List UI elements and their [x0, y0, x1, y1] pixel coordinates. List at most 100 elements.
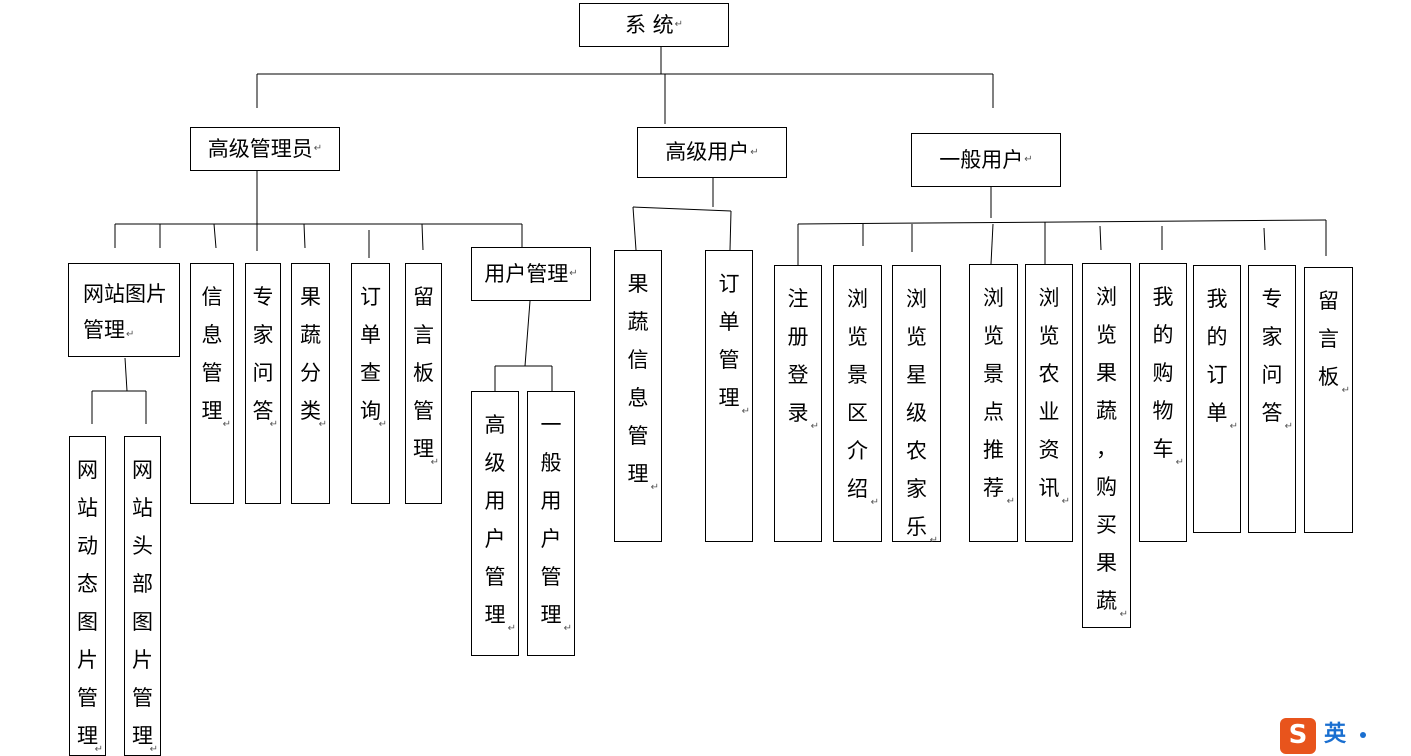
node-label-char: 类	[300, 399, 321, 423]
node-label-char: 果	[1096, 361, 1117, 385]
node-label-char: 户	[484, 527, 506, 551]
node-label-char: 查	[360, 361, 381, 385]
return-mark: ↵	[1061, 496, 1070, 507]
node-message-board: 留言板↵	[1304, 267, 1353, 533]
node-label-char: 般	[540, 451, 562, 475]
return-mark: ↵	[1175, 457, 1184, 468]
node-label-char: 言	[1318, 327, 1339, 351]
node-label-char: 留	[413, 285, 434, 309]
node-label-char: 分	[300, 361, 321, 385]
return-mark: ↵	[1341, 385, 1350, 396]
node-label-char: 单	[1206, 401, 1228, 425]
return-mark: ↵	[750, 146, 759, 158]
return-mark: ↵	[674, 19, 684, 30]
node-label-char: 家	[252, 323, 274, 347]
node-label-char: 理	[484, 603, 506, 627]
node-browse-attractions: 浏览景点推荐↵	[969, 264, 1018, 542]
node-label-char: 理	[627, 462, 649, 486]
node-label-char: 专	[252, 285, 274, 309]
node-label-char: 问	[252, 361, 274, 385]
node-label-char: 理	[540, 603, 562, 627]
return-mark: ↵	[318, 419, 327, 430]
node-label-char: 订	[718, 272, 740, 296]
node-label-char: 答	[1261, 401, 1283, 425]
node-label-char: 理	[718, 386, 740, 410]
node-label-char: 购	[1152, 361, 1174, 385]
node-label-char: 用	[540, 489, 562, 513]
node-register-login: 注册登录↵	[774, 265, 822, 542]
node-label-char: 户	[540, 527, 562, 551]
return-mark: ↵	[378, 419, 387, 430]
node-label-char: 录	[787, 401, 809, 425]
node-expert-qa: 专家问答↵	[245, 263, 281, 504]
node-label-char: 果	[1096, 551, 1117, 575]
node-label-char: 管	[484, 565, 506, 589]
return-mark: ↵	[313, 143, 323, 154]
node-label-char: 的	[1152, 323, 1174, 347]
node-label-char: 览	[983, 324, 1004, 348]
node-label-char: 头	[132, 534, 153, 558]
node-info-mgmt: 信息管理↵	[190, 263, 234, 504]
node-label-char: 板	[413, 361, 434, 385]
node-label-char: 部	[132, 572, 153, 596]
node-label-char: 理	[413, 437, 434, 461]
node-label-char: 理	[201, 399, 223, 423]
node-label-char: 果	[300, 285, 321, 309]
node-order-mgmt: 订单管理↵	[705, 250, 753, 542]
role-node-normal: 一般用户↵	[911, 133, 1061, 187]
node-label-char: 点	[983, 400, 1004, 424]
node-senior-user-mgmt: 高级用户管理↵	[471, 391, 519, 656]
node-label-char: 答	[252, 399, 274, 423]
node-label-char: 图	[132, 610, 153, 634]
role-label: 高级管理员	[207, 136, 313, 161]
node-produce-category: 果蔬分类↵	[291, 263, 330, 504]
node-label-char: 蔬	[627, 310, 649, 334]
node-label-char: 言	[413, 323, 434, 347]
ime-logo: S 英	[1280, 718, 1411, 754]
node-dynamic-image-mgmt: 网站动态图片管理↵	[69, 436, 106, 756]
node-label-char: 板	[1318, 365, 1339, 389]
node-label-char: 果	[627, 272, 649, 296]
node-browse-scenic-intro: 浏览景区介绍↵	[833, 265, 882, 542]
node-browse-agri-news: 浏览农业资讯↵	[1025, 264, 1073, 542]
node-label-char: 家	[1261, 325, 1283, 349]
node-label-char: 管	[718, 348, 740, 372]
node-label-char: 网	[77, 458, 98, 482]
node-label-char: 业	[1038, 400, 1060, 424]
node-label-char: 询	[360, 399, 381, 423]
return-mark: ↵	[810, 421, 819, 432]
node-label-char: 一	[540, 413, 562, 437]
node-label-char: 蔬	[1096, 589, 1117, 613]
node-label-char: 注	[787, 287, 809, 311]
node-label-char: 车	[1152, 437, 1174, 461]
node-website-image-mgmt: 网站图片管理↵	[68, 263, 180, 357]
node-label-char: 问	[1261, 363, 1283, 387]
node-browse-buy-produce: 浏览果蔬，购买果蔬↵	[1082, 263, 1131, 628]
return-mark: ↵	[929, 535, 938, 546]
node-label-char: 浏	[847, 287, 868, 311]
node-label-char: 蔬	[300, 323, 321, 347]
node-label-char: 信	[627, 348, 649, 372]
node-label-char: 管	[540, 565, 562, 589]
node-label-char: 管	[132, 686, 153, 710]
node-label-char: 区	[847, 401, 868, 425]
node-label-char: 我	[1152, 285, 1174, 309]
return-mark: ↵	[430, 457, 439, 468]
node-order-query: 订单查询↵	[351, 263, 390, 504]
return-mark: ↵	[563, 623, 572, 634]
node-label-char: 站	[132, 496, 153, 520]
node-label-char: 片	[132, 648, 153, 672]
node-label-char: 览	[847, 325, 868, 349]
node-user-mgmt: 用户管理↵	[471, 247, 591, 301]
node-label-char: 站	[77, 496, 98, 520]
node-label-char: 的	[1206, 325, 1228, 349]
node-label-char: 理	[77, 724, 98, 748]
node-label-char: 浏	[1096, 285, 1117, 309]
node-label-char: 信	[201, 285, 223, 309]
node-label-char: 我	[1206, 287, 1228, 311]
return-mark: ↵	[870, 497, 879, 508]
return-mark: ↵	[507, 623, 516, 634]
node-label-char: 览	[1096, 323, 1117, 347]
node-label-char: 理	[132, 724, 153, 748]
